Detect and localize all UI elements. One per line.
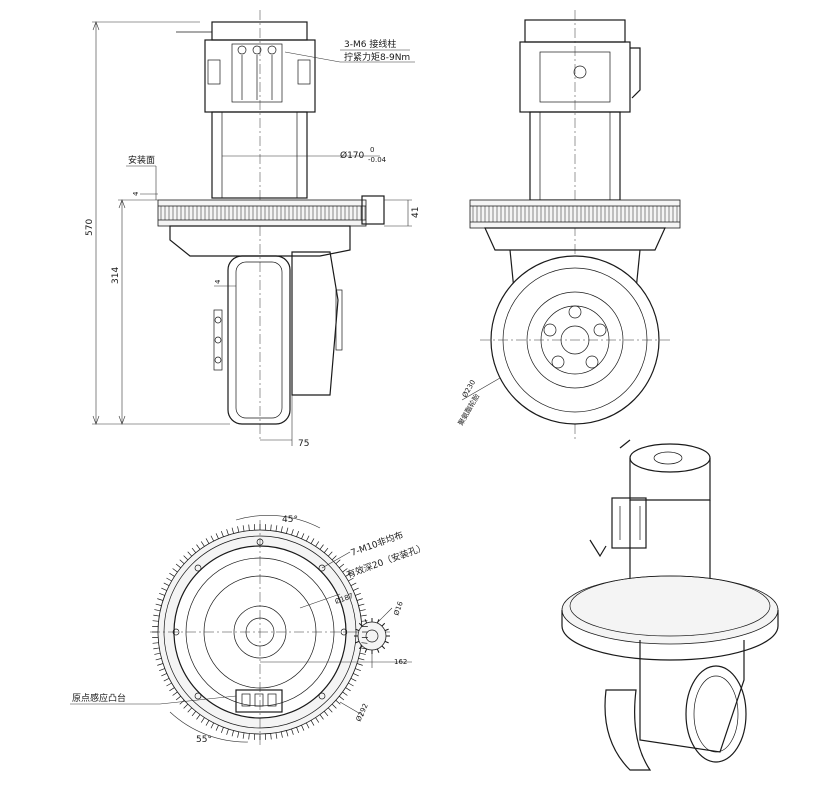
dim-75-label: 75 bbox=[298, 439, 309, 449]
side-view: Ø230 聚氨酯轮胎 bbox=[456, 10, 681, 440]
dim-4-side-label: 4 bbox=[214, 279, 222, 284]
origin-sensor-boss bbox=[235, 689, 283, 713]
dia-170-label: Ø170 bbox=[340, 150, 365, 161]
iso-terminal-box bbox=[611, 497, 647, 549]
isometric-view bbox=[561, 439, 779, 771]
front-housing bbox=[169, 225, 351, 257]
dia-292-label: Ø292 bbox=[355, 702, 370, 722]
iso-side-plate bbox=[685, 665, 747, 763]
front-fork bbox=[291, 251, 339, 396]
dim-314-label: 314 bbox=[111, 267, 121, 284]
dim-4-top-label: 4 bbox=[132, 191, 140, 196]
dia-16-label: Ø16 bbox=[392, 600, 405, 617]
front-motor-body bbox=[211, 111, 308, 199]
gear-teeth bbox=[152, 206, 678, 740]
bottom-view: 45° 55° 7-M10非均布 有效深20（安装孔） Ø187 Ø16 162… bbox=[70, 514, 427, 745]
terminal-spec-label: 3-M6 接线柱 bbox=[344, 38, 396, 50]
front-cap bbox=[211, 21, 308, 41]
front-view: 570 314 安装面 4 41 4 75 Ø170 0 -0.04 bbox=[85, 10, 421, 449]
side-gear-ring bbox=[469, 199, 681, 229]
origin-sensor-label: 原点感应凸台 bbox=[72, 692, 126, 704]
angle-55-label: 55° bbox=[196, 735, 212, 745]
iso-wheel bbox=[604, 689, 652, 771]
dim-570-label: 570 bbox=[85, 219, 95, 236]
dim-41-label: 41 bbox=[411, 207, 421, 218]
dim-162-label: 162 bbox=[394, 658, 407, 666]
iso-cap-top bbox=[629, 443, 711, 473]
dia-170-tol-lower: -0.04 bbox=[368, 156, 387, 164]
front-wheel bbox=[227, 255, 291, 425]
dia-170-tol-upper: 0 bbox=[370, 146, 374, 154]
iso-fork bbox=[639, 640, 745, 753]
torque-spec-label: 拧紧力矩8-9Nm bbox=[344, 51, 410, 63]
front-gear-ring bbox=[157, 199, 367, 227]
terminal-block bbox=[231, 43, 283, 103]
angle-45-label: 45° bbox=[282, 515, 298, 525]
pinion-gear bbox=[357, 621, 387, 651]
mount-face-label: 安装面 bbox=[128, 154, 155, 166]
